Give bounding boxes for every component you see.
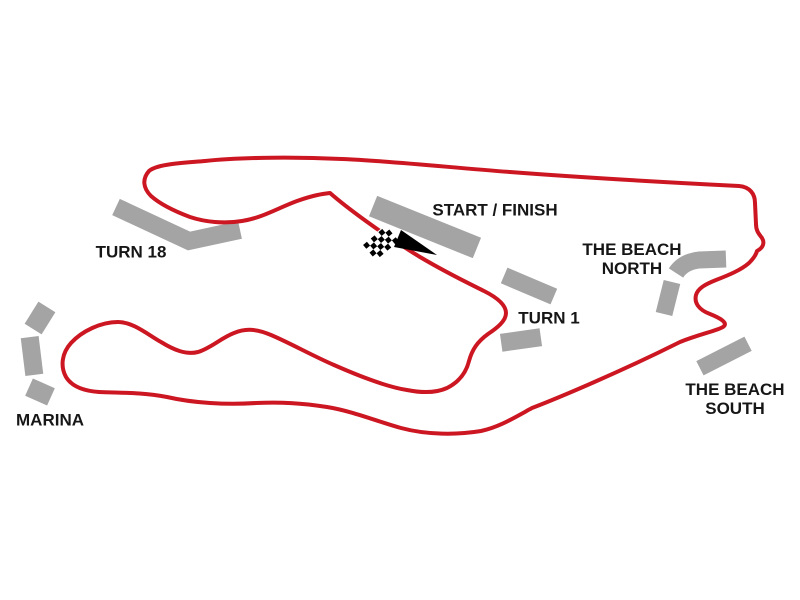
grandstand-beach-north-upper bbox=[668, 250, 727, 278]
direction-arrow-icon bbox=[394, 230, 437, 255]
grandstand-turn1-lower bbox=[499, 328, 543, 352]
label-marina: MARINA bbox=[16, 410, 84, 430]
label-beach-south-line2: SOUTH bbox=[705, 399, 765, 418]
grandstand-marina-2 bbox=[20, 336, 44, 376]
grandstand-start-finish bbox=[368, 195, 482, 259]
grandstand-turn1-upper bbox=[500, 267, 558, 305]
grandstand-turn18 bbox=[112, 198, 242, 251]
checkered-flag-marker bbox=[361, 224, 401, 262]
grandstand-beach-south bbox=[696, 336, 752, 376]
label-turn-18: TURN 18 bbox=[95, 242, 167, 262]
label-start-finish: START / FINISH bbox=[432, 200, 558, 220]
label-turn-1: TURN 1 bbox=[518, 308, 580, 328]
grandstand-marina-1 bbox=[24, 301, 56, 335]
label-beach-north: THE BEACH NORTH bbox=[582, 240, 681, 278]
grandstand-beach-north-lower bbox=[655, 279, 681, 317]
label-beach-south-line1: THE BEACH bbox=[685, 380, 785, 399]
label-beach-south: THE BEACH SOUTH bbox=[685, 380, 784, 418]
grandstand-marina-3 bbox=[25, 378, 55, 406]
track-outline bbox=[60, 155, 766, 436]
label-beach-north-line1: THE BEACH bbox=[582, 240, 682, 259]
label-beach-north-line2: NORTH bbox=[601, 259, 663, 278]
